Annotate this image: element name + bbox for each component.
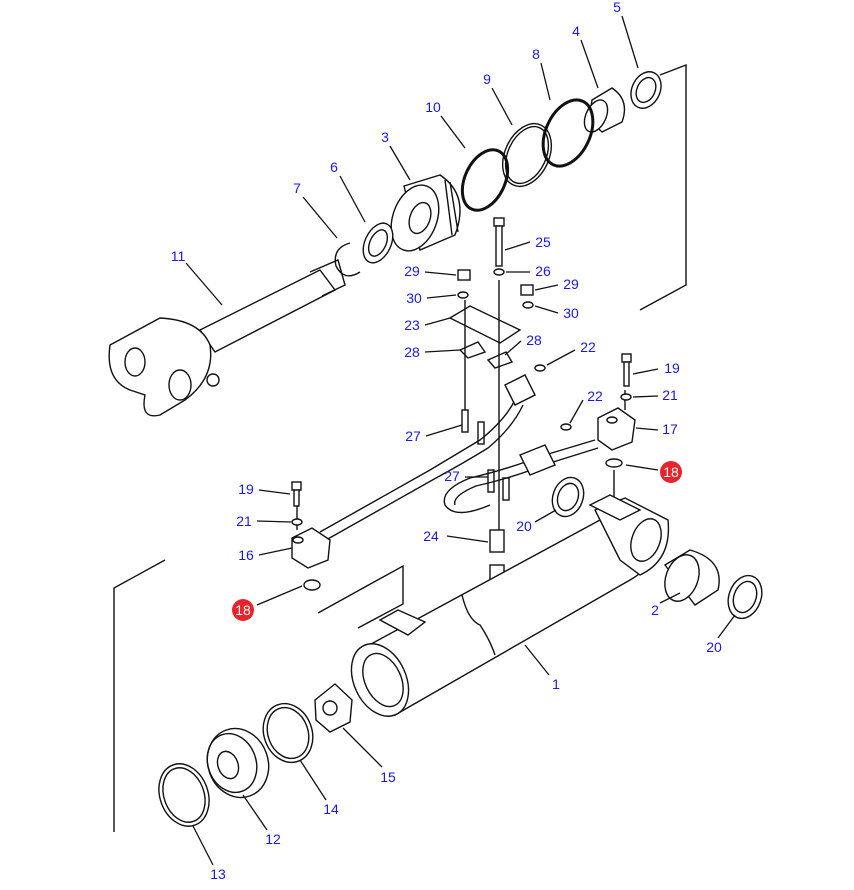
part-21-washers bbox=[291, 393, 632, 526]
part-6-bushing bbox=[362, 222, 394, 264]
part-15-nut bbox=[314, 683, 353, 733]
assembly-frame-lines bbox=[113, 63, 687, 832]
label-20-lower[interactable]: 20 bbox=[706, 639, 722, 655]
label-30-right[interactable]: 30 bbox=[563, 305, 579, 321]
part-20-bushing-lower bbox=[727, 574, 763, 620]
label-30-left[interactable]: 30 bbox=[406, 290, 422, 306]
part-27-studs bbox=[461, 409, 510, 501]
part-29-nut-left bbox=[457, 269, 471, 281]
part-25-bolt bbox=[493, 217, 505, 267]
label-13[interactable]: 13 bbox=[210, 866, 226, 882]
part-18-o-rings bbox=[303, 458, 623, 591]
label-9[interactable]: 9 bbox=[483, 71, 491, 87]
label-10[interactable]: 10 bbox=[425, 99, 441, 115]
part-3-cylinder-head bbox=[390, 174, 461, 252]
label-3[interactable]: 3 bbox=[381, 129, 389, 145]
part-17-flange bbox=[597, 407, 636, 451]
leader-lines bbox=[185, 15, 736, 866]
part-2-bushing bbox=[663, 549, 720, 606]
label-22-lower[interactable]: 22 bbox=[587, 388, 603, 404]
label-24[interactable]: 24 bbox=[423, 528, 439, 544]
label-17[interactable]: 17 bbox=[662, 421, 678, 437]
part-16-flange bbox=[291, 527, 331, 569]
highlight-badge-18-left[interactable]: 18 bbox=[232, 599, 254, 621]
label-29-left[interactable]: 29 bbox=[404, 263, 420, 279]
label-20-upper[interactable]: 20 bbox=[516, 518, 532, 534]
part-9-backup-ring bbox=[501, 122, 553, 188]
label-5[interactable]: 5 bbox=[613, 0, 621, 15]
label-25[interactable]: 25 bbox=[535, 234, 551, 250]
label-28-right[interactable]: 28 bbox=[526, 332, 542, 348]
label-21-left[interactable]: 21 bbox=[236, 513, 252, 529]
label-14[interactable]: 14 bbox=[323, 801, 339, 817]
label-2[interactable]: 2 bbox=[651, 602, 659, 618]
label-19-left[interactable]: 19 bbox=[238, 481, 254, 497]
label-6[interactable]: 6 bbox=[330, 159, 338, 175]
part-10-o-ring bbox=[460, 148, 510, 212]
part-12-piston bbox=[206, 727, 270, 799]
part-1-cylinder-tube bbox=[350, 494, 670, 717]
part-19-bolts bbox=[291, 353, 632, 507]
label-12[interactable]: 12 bbox=[265, 831, 281, 847]
part-30-washer-left bbox=[457, 291, 469, 299]
label-7[interactable]: 7 bbox=[293, 180, 301, 196]
part-7-snap-ring bbox=[334, 242, 361, 277]
part-23-plate bbox=[448, 305, 522, 344]
label-19-right[interactable]: 19 bbox=[664, 360, 680, 376]
part-30-washer-right bbox=[522, 301, 534, 309]
label-4[interactable]: 4 bbox=[572, 23, 580, 39]
part-14-ring bbox=[262, 702, 314, 764]
label-8[interactable]: 8 bbox=[532, 46, 540, 62]
badge-18-right-text: 18 bbox=[663, 464, 679, 480]
part-28-clamps bbox=[458, 341, 514, 369]
hydraulic-tubes bbox=[319, 374, 599, 541]
label-27-lower[interactable]: 27 bbox=[444, 468, 460, 484]
label-22-upper[interactable]: 22 bbox=[580, 339, 596, 355]
part-labels: 5 4 8 9 10 3 6 7 11 25 29 26 29 30 30 23… bbox=[171, 0, 722, 882]
badge-18-left-text: 18 bbox=[235, 602, 251, 618]
label-23[interactable]: 23 bbox=[404, 317, 420, 333]
part-4-bushing bbox=[583, 87, 626, 133]
label-28-left[interactable]: 28 bbox=[404, 344, 420, 360]
label-16[interactable]: 16 bbox=[238, 547, 254, 563]
part-8-o-ring bbox=[541, 98, 595, 168]
part-20-bushing-upper bbox=[551, 476, 585, 518]
part-11-piston-rod bbox=[108, 259, 346, 417]
label-21-right[interactable]: 21 bbox=[662, 387, 678, 403]
label-11[interactable]: 11 bbox=[171, 248, 186, 264]
label-15[interactable]: 15 bbox=[380, 769, 396, 785]
part-22-o-rings bbox=[534, 364, 572, 431]
part-5-wiper bbox=[630, 71, 662, 109]
part-13-ring bbox=[158, 763, 210, 827]
part-26-washer bbox=[493, 268, 505, 276]
label-26[interactable]: 26 bbox=[535, 263, 551, 279]
highlight-badge-18-right[interactable]: 18 bbox=[660, 461, 682, 483]
label-29-right[interactable]: 29 bbox=[563, 276, 579, 292]
part-29-nut-right bbox=[520, 284, 534, 296]
label-27-upper[interactable]: 27 bbox=[405, 428, 421, 444]
label-1[interactable]: 1 bbox=[552, 676, 560, 692]
